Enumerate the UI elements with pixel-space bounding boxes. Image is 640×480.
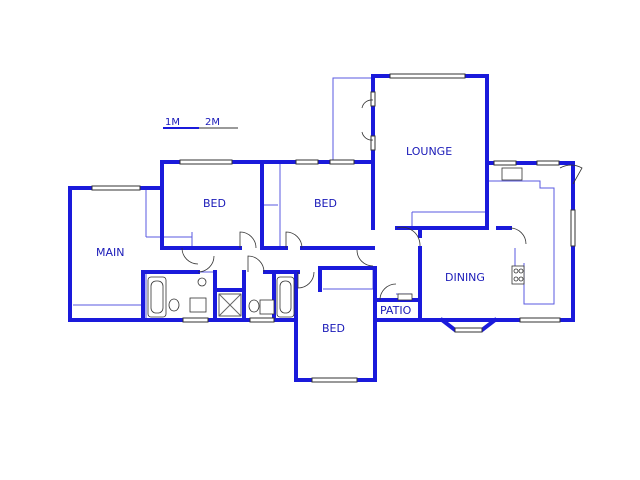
fixtures <box>147 167 525 318</box>
room-label-lounge: LOUNGE <box>406 145 452 158</box>
doors <box>181 99 583 301</box>
scale-label-1m: 1M <box>165 117 180 128</box>
toilet-1 <box>168 298 180 312</box>
room-label-main: MAIN <box>96 246 125 259</box>
toilet-2 <box>248 299 260 313</box>
room-label-bed-1: BED <box>203 197 226 210</box>
room-label-bed-3: BED <box>322 322 345 335</box>
room-label-dining: DINING <box>445 271 485 284</box>
room-label-patio: PATIO <box>380 304 412 317</box>
kitchen-sink <box>501 167 523 181</box>
basin-2 <box>259 299 275 315</box>
scale-bar: 1M 2M <box>163 117 238 129</box>
room-labels: MAIN BED BED BED LOUNGE DINING PATIO <box>96 145 485 335</box>
scale-label-2m: 2M <box>205 117 220 128</box>
windows <box>91 73 576 383</box>
room-label-bed-2: BED <box>314 197 337 210</box>
basin-1 <box>189 297 207 313</box>
stove <box>511 265 525 285</box>
